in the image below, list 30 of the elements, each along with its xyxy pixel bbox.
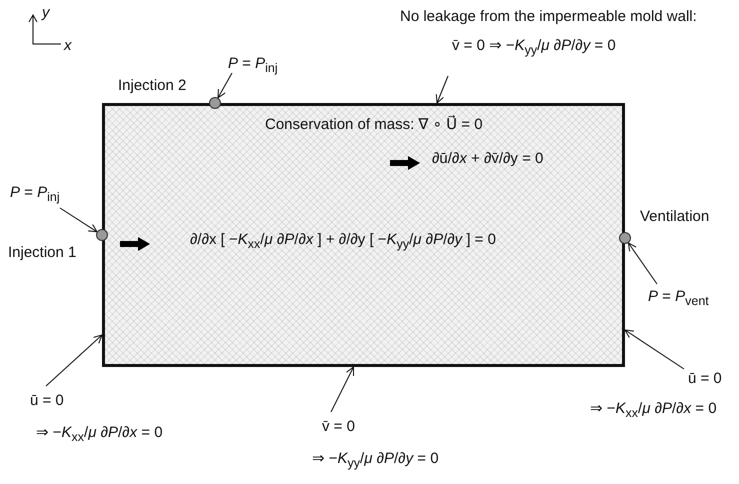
equation-text: Conservation of mass: ∇ ∘ U⃗ = 0 [265,116,483,134]
equation-text: ∂/∂x [ −K$_{xx}$/μ ∂P/∂x ] + ∂/∂y [ −K$_{yy}$/μ ∂P/∂y ] = 0 [190,231,496,253]
boundary-condition-text: P = P$_{inj}$ [10,184,60,206]
boundary-condition-text: No leakage from the impermeable mold wall: [400,8,697,26]
leader-line [436,76,448,104]
leader-line [218,72,232,98]
leader-line [60,208,98,232]
boundary-condition-text: P = P$_{inj}$ [228,55,278,77]
port-dot [96,229,108,241]
leader-line [330,366,354,412]
boundary-condition-text: ū = 0 [30,392,64,410]
equation-text: ∂ū/∂x + ∂v̄/∂y = 0 [432,150,544,168]
leader-line [628,242,658,284]
leader-line [46,334,102,386]
port-dot [209,97,221,109]
leader-line [624,330,684,370]
boundary-condition-text: ⇒ −K$_{yy}$/μ ∂P/∂y = 0 [312,450,439,472]
axis-label: x [64,37,72,55]
port-label: Injection 1 [8,244,76,262]
boundary-condition-text: v̄ = 0 [322,418,355,436]
boundary-condition-text: P = P$_{vent}$ [648,288,709,310]
port-label: Ventilation [640,208,710,226]
port-dot [619,232,631,244]
port-label: Injection 2 [118,77,186,95]
boundary-condition-text: ⇒ −K$_{xx}$/μ ∂P/∂x = 0 [590,400,717,422]
boundary-condition-text: ū = 0 [688,370,722,388]
axis-label: y [42,4,50,22]
boundary-condition-text: ⇒ −K$_{xx}$/μ ∂P/∂x = 0 [36,424,163,446]
boundary-condition-text: v̄ = 0 ⇒ −K$_{yy}$/μ ∂P/∂y = 0 [452,37,616,59]
mold-cavity [102,103,625,367]
